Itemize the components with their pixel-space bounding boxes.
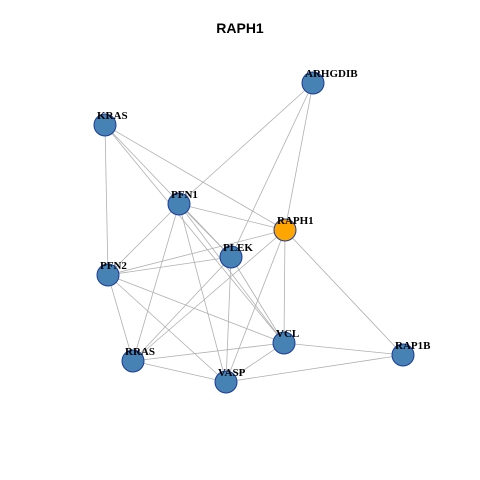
node-label-vcl: VCL bbox=[276, 328, 299, 340]
node-pfn1 bbox=[167, 192, 191, 216]
edge-arhgdib-pfn1 bbox=[178, 82, 314, 205]
edge-kras-pfn2 bbox=[104, 124, 109, 276]
node-label-vasp: VASP bbox=[218, 367, 246, 379]
edge-plek-pfn2 bbox=[107, 256, 232, 276]
edge-plek-vcl bbox=[230, 256, 285, 344]
edge-pfn1-vcl bbox=[178, 203, 285, 344]
node-plek bbox=[219, 245, 243, 269]
edge-pfn1-pfn2 bbox=[107, 203, 180, 276]
node-kras bbox=[93, 113, 117, 137]
edge-raph1-vcl bbox=[283, 229, 286, 344]
node-layer bbox=[93, 71, 415, 394]
edge-raph1-pfn2 bbox=[107, 229, 286, 276]
edge-pfn2-vasp bbox=[107, 274, 227, 383]
edge-vasp-rap1b bbox=[225, 354, 404, 383]
node-vcl bbox=[272, 331, 296, 355]
node-label-kras: KRAS bbox=[97, 110, 128, 122]
edge-vcl-rras bbox=[132, 342, 285, 362]
figure-title: RAPH1 bbox=[216, 20, 264, 36]
edge-pfn1-rras bbox=[132, 203, 180, 362]
edge-arhgdib-raph1 bbox=[284, 82, 314, 231]
node-label-pfn1: PFN1 bbox=[171, 189, 198, 201]
node-arhgdib bbox=[301, 71, 325, 95]
node-raph1 bbox=[273, 218, 297, 242]
node-label-arhgdib: ARHGDIB bbox=[305, 68, 358, 80]
edge-kras-plek bbox=[104, 124, 232, 258]
node-label-raph1: RAPH1 bbox=[277, 215, 314, 227]
edge-arhgdib-plek bbox=[230, 82, 314, 258]
node-rap1b bbox=[391, 343, 415, 367]
edge-rras-vasp bbox=[132, 360, 227, 383]
node-label-rap1b: RAP1B bbox=[395, 340, 431, 352]
edge-pfn1-plek bbox=[178, 203, 232, 258]
node-pfn2 bbox=[96, 263, 120, 287]
edge-pfn2-vcl bbox=[107, 274, 285, 344]
edge-plek-vasp bbox=[225, 256, 232, 383]
edge-raph1-rap1b bbox=[284, 229, 404, 356]
edge-kras-raph1 bbox=[104, 124, 286, 231]
edge-raph1-vasp bbox=[225, 229, 286, 383]
edge-kras-vcl bbox=[104, 124, 285, 344]
edge-plek-rras bbox=[132, 256, 232, 362]
edge-pfn1-vasp bbox=[178, 203, 227, 383]
node-label-plek: PLEK bbox=[223, 242, 253, 254]
edge-pfn2-rras bbox=[107, 274, 134, 362]
edge-vcl-rap1b bbox=[283, 342, 404, 356]
node-vasp bbox=[214, 370, 238, 394]
edge-raph1-rras bbox=[132, 229, 286, 362]
node-label-pfn2: PFN2 bbox=[100, 260, 127, 272]
node-label-rras: RRAS bbox=[125, 346, 155, 358]
edge-vcl-vasp bbox=[225, 342, 285, 383]
edge-pfn1-raph1 bbox=[178, 203, 286, 231]
node-rras bbox=[121, 349, 145, 373]
edge-layer bbox=[104, 82, 404, 383]
